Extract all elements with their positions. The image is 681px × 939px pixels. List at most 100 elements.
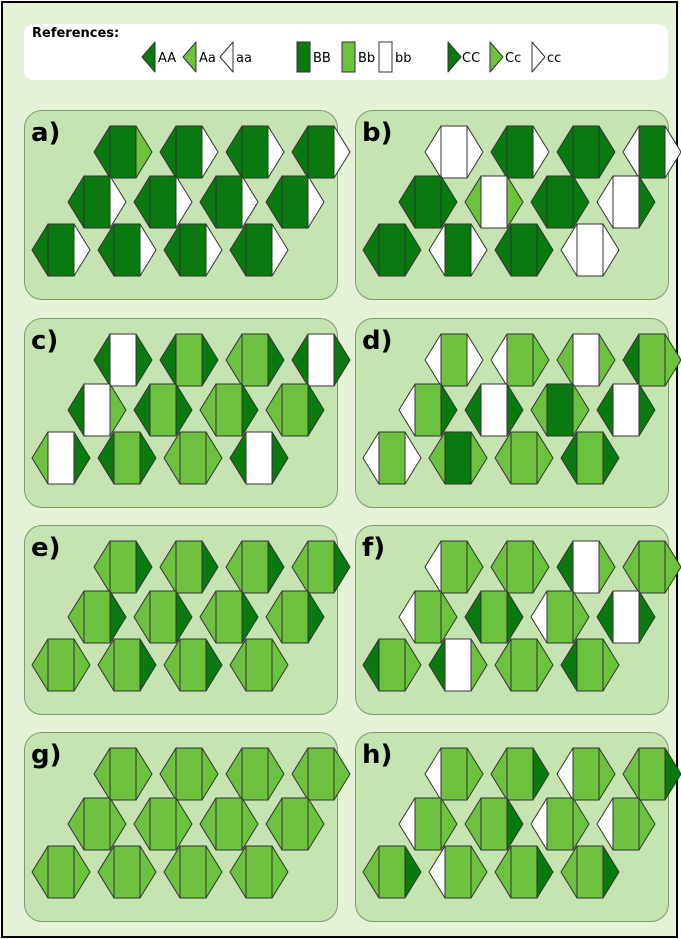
hexagon-b-6-c-part (507, 176, 523, 228)
hexagon-d-10-c-part (471, 432, 487, 484)
hexagon-b-5-a-part (399, 176, 415, 228)
hexagon-c-7-a-part (200, 384, 216, 436)
hexagon-h-8-a-part (597, 798, 613, 850)
hexagon-c-9-a-part (32, 432, 48, 484)
hexagon-d-5-b-part (415, 384, 441, 436)
hexagon-h-4-b-part (639, 748, 665, 800)
hexagon-e-3-c-part (268, 541, 284, 593)
hexagon-d-8-b-part (613, 384, 639, 436)
hexagon-b-11-c-part (537, 224, 553, 276)
hexagon-d-2-b-part (507, 334, 533, 386)
hexagon-e-4-c-part (334, 541, 350, 593)
hexagon-f-10-a-part (429, 639, 445, 691)
hexagon-c-4-c-part (334, 334, 350, 386)
hexagon-e-2-b-part (176, 541, 202, 593)
hexagon-c-4-a-part (292, 334, 308, 386)
hexagon-d-2-c-part (533, 334, 549, 386)
hexagon-g-1-c-part (136, 748, 152, 800)
hexagon-c-12-a-part (230, 432, 246, 484)
hexagon-d-7-a-part (531, 384, 547, 436)
hexagon-a-4-b-part (308, 126, 334, 178)
hexagon-b-12-b-part (577, 224, 603, 276)
hexagon-h-9-b-part (379, 846, 405, 898)
hexagon-h-6-a-part (465, 798, 481, 850)
hexagon-e-11-a-part (164, 639, 180, 691)
hexagon-a-11-a-part (164, 224, 180, 276)
hexagon-d-9-b-part (379, 432, 405, 484)
hexagon-e-7-c-part (242, 591, 258, 643)
ref-shape-AA (142, 42, 155, 72)
hexagon-a-7-b-part (216, 176, 242, 228)
hexagon-a-12-b-part (246, 224, 272, 276)
hexagon-f-2-b-part (507, 541, 533, 593)
hexagon-d-11-a-part (495, 432, 511, 484)
hexagon-g-9-c-part (74, 846, 90, 898)
hexagon-e-1-a-part (94, 541, 110, 593)
hexagon-h-7-c-part (573, 798, 589, 850)
hexagon-h-12-c-part (603, 846, 619, 898)
hexagon-b-8-c-part (639, 176, 655, 228)
hexagon-e-6-b-part (150, 591, 176, 643)
hexagon-a-12-c-part (272, 224, 288, 276)
hexagon-h-6-c-part (507, 798, 523, 850)
hexagon-b-2-b-part (507, 126, 533, 178)
hexagon-e-11-b-part (180, 639, 206, 691)
hexagon-d-6-c-part (507, 384, 523, 436)
hexagon-c-5-a-part (68, 384, 84, 436)
hexagon-e-12-a-part (230, 639, 246, 691)
hexagon-c-12-b-part (246, 432, 272, 484)
hexagon-f-1-a-part (425, 541, 441, 593)
hexagon-a-10-a-part (98, 224, 114, 276)
hexagon-e-7-a-part (200, 591, 216, 643)
ref-shape-aa (220, 42, 233, 72)
hexagon-d-7-c-part (573, 384, 589, 436)
hexagon-g-7-c-part (242, 798, 258, 850)
hexagon-e-8-c-part (308, 591, 324, 643)
hexagon-b-2-c-part (533, 126, 549, 178)
hexagon-b-10-a-part (429, 224, 445, 276)
hexagon-b-7-b-part (547, 176, 573, 228)
hexagon-h-7-a-part (531, 798, 547, 850)
hexagon-e-5-b-part (84, 591, 110, 643)
hexagon-a-7-a-part (200, 176, 216, 228)
hexagon-a-6-c-part (176, 176, 192, 228)
ref-shape-Aa (183, 42, 196, 72)
hexagon-b-6-a-part (465, 176, 481, 228)
hexagon-e-6-a-part (134, 591, 150, 643)
hexagon-d-12-a-part (561, 432, 577, 484)
hexagon-g-12-b-part (246, 846, 272, 898)
hexagon-c-10-c-part (140, 432, 156, 484)
hexagon-d-5-a-part (399, 384, 415, 436)
hexagon-d-11-b-part (511, 432, 537, 484)
hexagon-a-5-a-part (68, 176, 84, 228)
hexagon-h-8-c-part (639, 798, 655, 850)
hexagon-c-2-a-part (160, 334, 176, 386)
hexagon-f-1-c-part (467, 541, 483, 593)
hexagon-g-4-a-part (292, 748, 308, 800)
hexagon-c-9-c-part (74, 432, 90, 484)
ref-shape-cc (532, 42, 545, 72)
hexagon-h-1-c-part (467, 748, 483, 800)
hexagon-b-1-c-part (467, 126, 483, 178)
hexagon-c-12-c-part (272, 432, 288, 484)
hexagon-g-2-b-part (176, 748, 202, 800)
hexagon-e-7-b-part (216, 591, 242, 643)
hexagon-g-6-a-part (134, 798, 150, 850)
hexagon-h-5-b-part (415, 798, 441, 850)
hexagon-a-1-b-part (110, 126, 136, 178)
hexagon-g-6-c-part (176, 798, 192, 850)
hexagon-a-3-a-part (226, 126, 242, 178)
hexagon-d-1-a-part (425, 334, 441, 386)
hexagon-f-12-a-part (561, 639, 577, 691)
hexagon-g-1-a-part (94, 748, 110, 800)
hexagon-f-9-b-part (379, 639, 405, 691)
hexagon-b-11-a-part (495, 224, 511, 276)
hexagon-b-4-a-part (623, 126, 639, 178)
hexagon-d-6-b-part (481, 384, 507, 436)
ref-shape-Cc (490, 42, 503, 72)
hexagon-c-8-c-part (308, 384, 324, 436)
hexagon-a-5-b-part (84, 176, 110, 228)
hexagon-f-12-b-part (577, 639, 603, 691)
hexagon-e-12-c-part (272, 639, 288, 691)
